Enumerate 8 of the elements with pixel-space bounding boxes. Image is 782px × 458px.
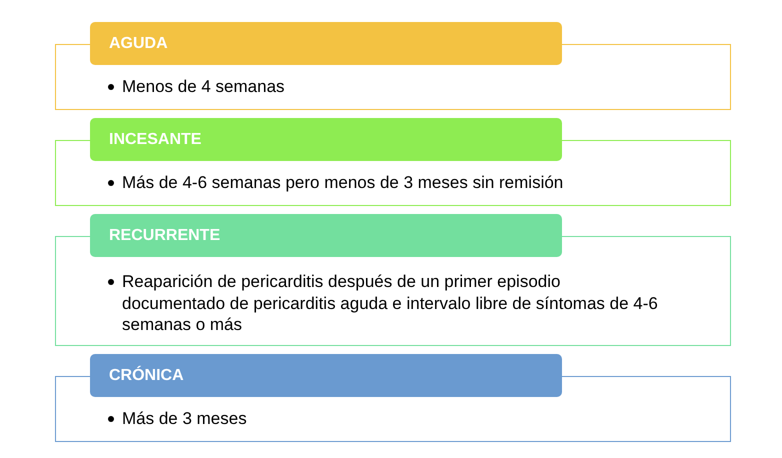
description-text: Más de 4-6 semanas pero menos de 3 meses sin remisión xyxy=(122,172,564,194)
category-heading-tab: RECURRENTE xyxy=(90,214,562,257)
category-heading-tab: CRÓNICA xyxy=(90,354,562,397)
description-text: Menos de 4 semanas xyxy=(122,76,286,98)
category-heading-tab: AGUDA xyxy=(90,22,562,65)
category-heading-tab: INCESANTE xyxy=(90,118,562,161)
description-text: Reaparición de pericarditis después de un primer episodio documentado de pericarditis aguda e intervalo libre de síntomas de 4-6 semanas o más xyxy=(122,271,659,336)
description-text: Más de 3 meses xyxy=(122,408,248,430)
